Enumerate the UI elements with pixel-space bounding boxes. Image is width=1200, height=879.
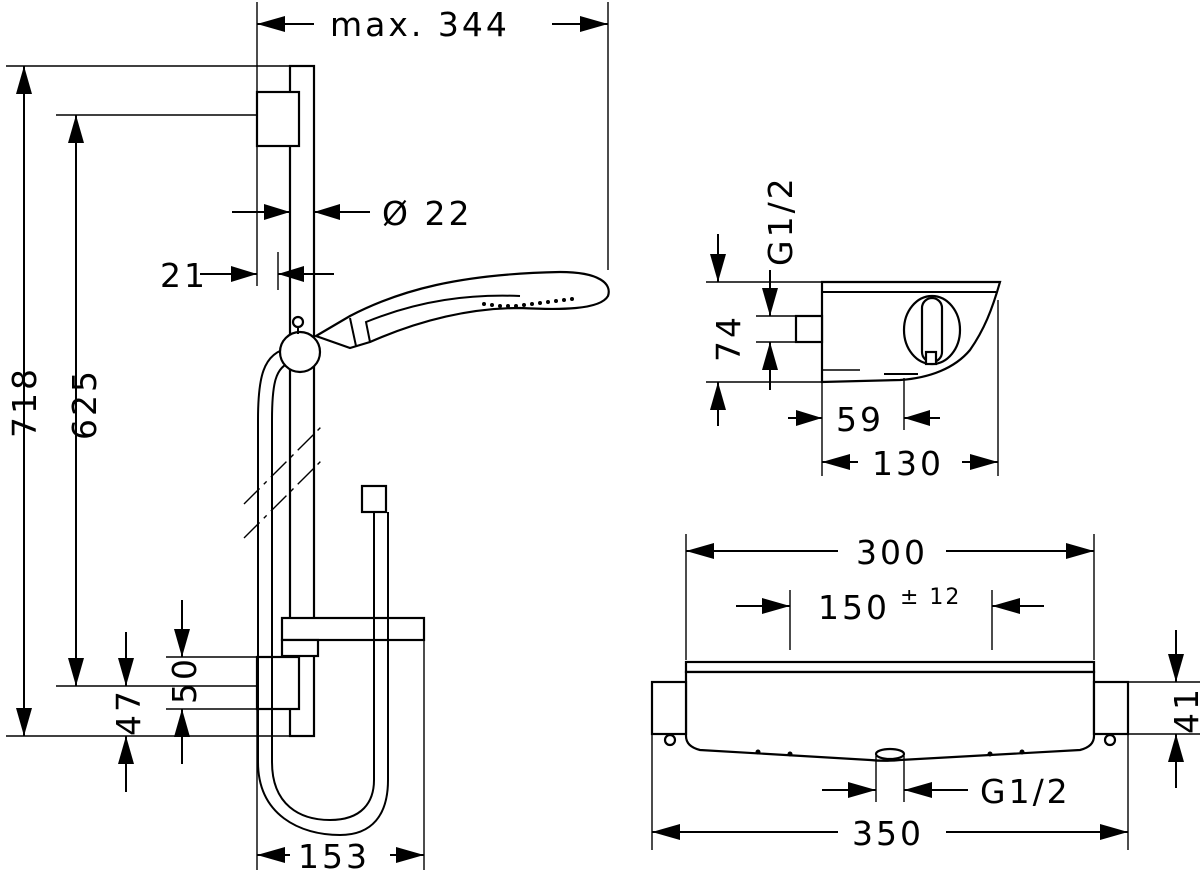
dim-label: 41 bbox=[1167, 686, 1200, 734]
left-end-cap bbox=[650, 680, 688, 736]
dim-lower-50: 50 bbox=[165, 600, 257, 764]
dim-label: 74 bbox=[709, 314, 748, 362]
break-line bbox=[243, 425, 323, 505]
dim-thermostat-depth-130: 130 bbox=[822, 300, 999, 483]
thermostat-front-view bbox=[650, 660, 1130, 762]
shelf bbox=[280, 616, 426, 642]
hand-shower bbox=[313, 270, 610, 350]
dim-label: 47 bbox=[109, 688, 148, 736]
dim-thermostat-depth-59: 59 bbox=[788, 378, 940, 476]
dim-label: 153 bbox=[298, 837, 370, 876]
dim-label: G1/2 bbox=[980, 772, 1071, 811]
dim-label: G1/2 bbox=[761, 175, 800, 266]
dim-label: 300 bbox=[856, 533, 928, 572]
dim-label: 625 bbox=[65, 368, 104, 440]
bottom-bracket bbox=[255, 655, 301, 711]
shower-rail-set bbox=[243, 64, 610, 837]
dim-connection-spacing: 300 bbox=[685, 533, 1095, 660]
dim-rail-offset: 21 bbox=[160, 146, 334, 295]
dim-thermostat-front-height: 41 bbox=[1094, 630, 1200, 788]
dim-outlet-connection: G1/2 bbox=[822, 756, 1071, 811]
shower-hose bbox=[257, 347, 389, 837]
dim-thermostat-height: 74 bbox=[706, 234, 822, 426]
dim-total-height: 718 bbox=[5, 65, 290, 737]
dim-label: 150 bbox=[818, 588, 890, 627]
right-end-cap bbox=[1092, 680, 1130, 736]
connection-stub bbox=[794, 314, 824, 344]
dim-lower-47: 47 bbox=[109, 632, 148, 792]
hand-shower-nozzles bbox=[482, 297, 574, 308]
dim-label: 50 bbox=[165, 656, 204, 704]
dim-label-superscript: ± 12 bbox=[900, 585, 961, 610]
dim-connection-tolerance: 150 ± 12 bbox=[736, 585, 1044, 650]
dim-label: max. 344 bbox=[330, 5, 510, 44]
dim-label: 59 bbox=[836, 400, 884, 439]
outlet bbox=[874, 747, 906, 761]
shelf-holder bbox=[280, 638, 320, 658]
dim-label: 718 bbox=[5, 366, 44, 438]
hose-connector bbox=[360, 484, 388, 514]
slider bbox=[278, 330, 322, 374]
dim-shelf-width: 153 bbox=[256, 640, 425, 876]
dim-thermostat-connection: G1/2 bbox=[756, 175, 800, 390]
dim-label: 350 bbox=[852, 814, 924, 853]
dim-rail-diameter: Ø 22 bbox=[232, 194, 472, 233]
dim-thermostat-width: 350 bbox=[651, 734, 1129, 853]
thermostat-body-front bbox=[684, 660, 1096, 674]
thermostat-side-view bbox=[794, 280, 1002, 384]
dim-max-width: max. 344 bbox=[256, 2, 609, 270]
dim-bracket-spacing: 625 bbox=[56, 114, 257, 687]
dim-label: Ø 22 bbox=[382, 194, 472, 233]
dim-label: 130 bbox=[872, 444, 944, 483]
dim-label: 21 bbox=[160, 256, 208, 295]
top-bracket bbox=[255, 90, 301, 148]
